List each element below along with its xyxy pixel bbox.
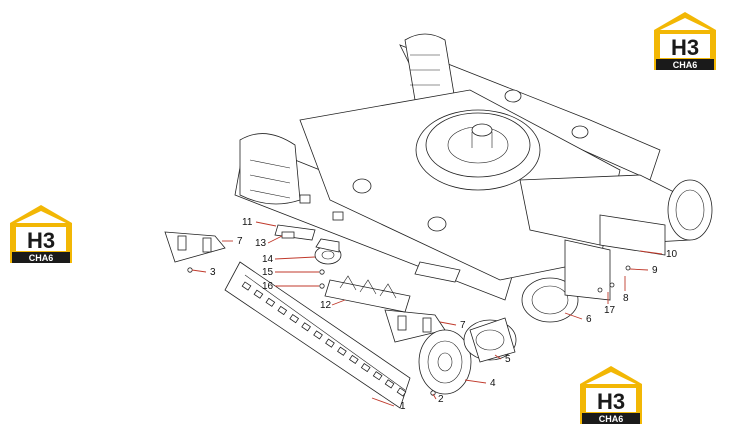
callout-label: 12 bbox=[320, 300, 332, 311]
track-link bbox=[241, 281, 252, 291]
callout-leader bbox=[191, 269, 207, 273]
track-link bbox=[372, 371, 383, 381]
callout-leader bbox=[331, 299, 346, 306]
logo-brand: CHA6 bbox=[673, 60, 698, 70]
undercarriage-frame bbox=[234, 33, 713, 323]
callout-leader bbox=[267, 235, 283, 244]
callout-label: 1 bbox=[400, 401, 406, 412]
callout-label: 8 bbox=[623, 293, 629, 304]
callout-leader bbox=[439, 321, 457, 326]
track-chain bbox=[224, 261, 411, 409]
track-link bbox=[360, 362, 371, 373]
callout-label: 11 bbox=[242, 217, 253, 228]
logo-brand: CHA6 bbox=[29, 253, 54, 263]
callout-label: 13 bbox=[255, 238, 267, 249]
callout-label: 4 bbox=[490, 378, 496, 389]
track-link bbox=[337, 346, 347, 356]
callout-leader bbox=[564, 312, 583, 320]
logo-brand: CHA6 bbox=[599, 414, 624, 424]
callout-label: 17 bbox=[604, 305, 616, 316]
sprocket bbox=[418, 329, 472, 395]
callout-leader bbox=[274, 256, 316, 260]
callout-leader bbox=[639, 250, 663, 255]
track-guide-plate bbox=[324, 275, 411, 313]
callout-label: 9 bbox=[652, 265, 658, 276]
callout-leader bbox=[432, 393, 437, 400]
callout-label: 7 bbox=[237, 236, 243, 247]
carrier-roller bbox=[314, 238, 342, 265]
track-link bbox=[348, 354, 359, 364]
callout-label: 16 bbox=[262, 281, 274, 292]
travel-motor bbox=[463, 317, 517, 363]
track-guard-upper bbox=[164, 231, 226, 263]
callout-leader bbox=[371, 397, 395, 407]
small-fasteners bbox=[187, 265, 631, 396]
callout-label: 7 bbox=[460, 320, 466, 331]
callout-label: 6 bbox=[586, 314, 592, 325]
callout-label: 2 bbox=[438, 394, 444, 405]
track-link bbox=[313, 330, 323, 340]
track-link bbox=[265, 297, 276, 307]
callout-leader bbox=[464, 379, 487, 384]
cover-plate-small bbox=[274, 224, 316, 241]
logo-mark: H3 bbox=[671, 35, 699, 60]
callout-leader bbox=[629, 268, 649, 271]
track-link bbox=[396, 387, 407, 397]
callout-label: 3 bbox=[210, 267, 216, 278]
track-link bbox=[301, 322, 311, 332]
track-link bbox=[384, 379, 395, 389]
callout-label: 14 bbox=[262, 254, 274, 265]
callout-leader bbox=[494, 354, 502, 360]
track-link bbox=[277, 305, 288, 316]
callout-label: 5 bbox=[505, 354, 511, 365]
callout-leader bbox=[255, 221, 277, 227]
track-link bbox=[289, 314, 300, 324]
logo-mark: H3 bbox=[597, 389, 625, 414]
track-link bbox=[325, 338, 335, 348]
callout-label: 10 bbox=[666, 249, 678, 260]
logo-mark: H3 bbox=[27, 228, 55, 253]
callout-label: 15 bbox=[262, 267, 274, 278]
track-link bbox=[253, 289, 264, 299]
